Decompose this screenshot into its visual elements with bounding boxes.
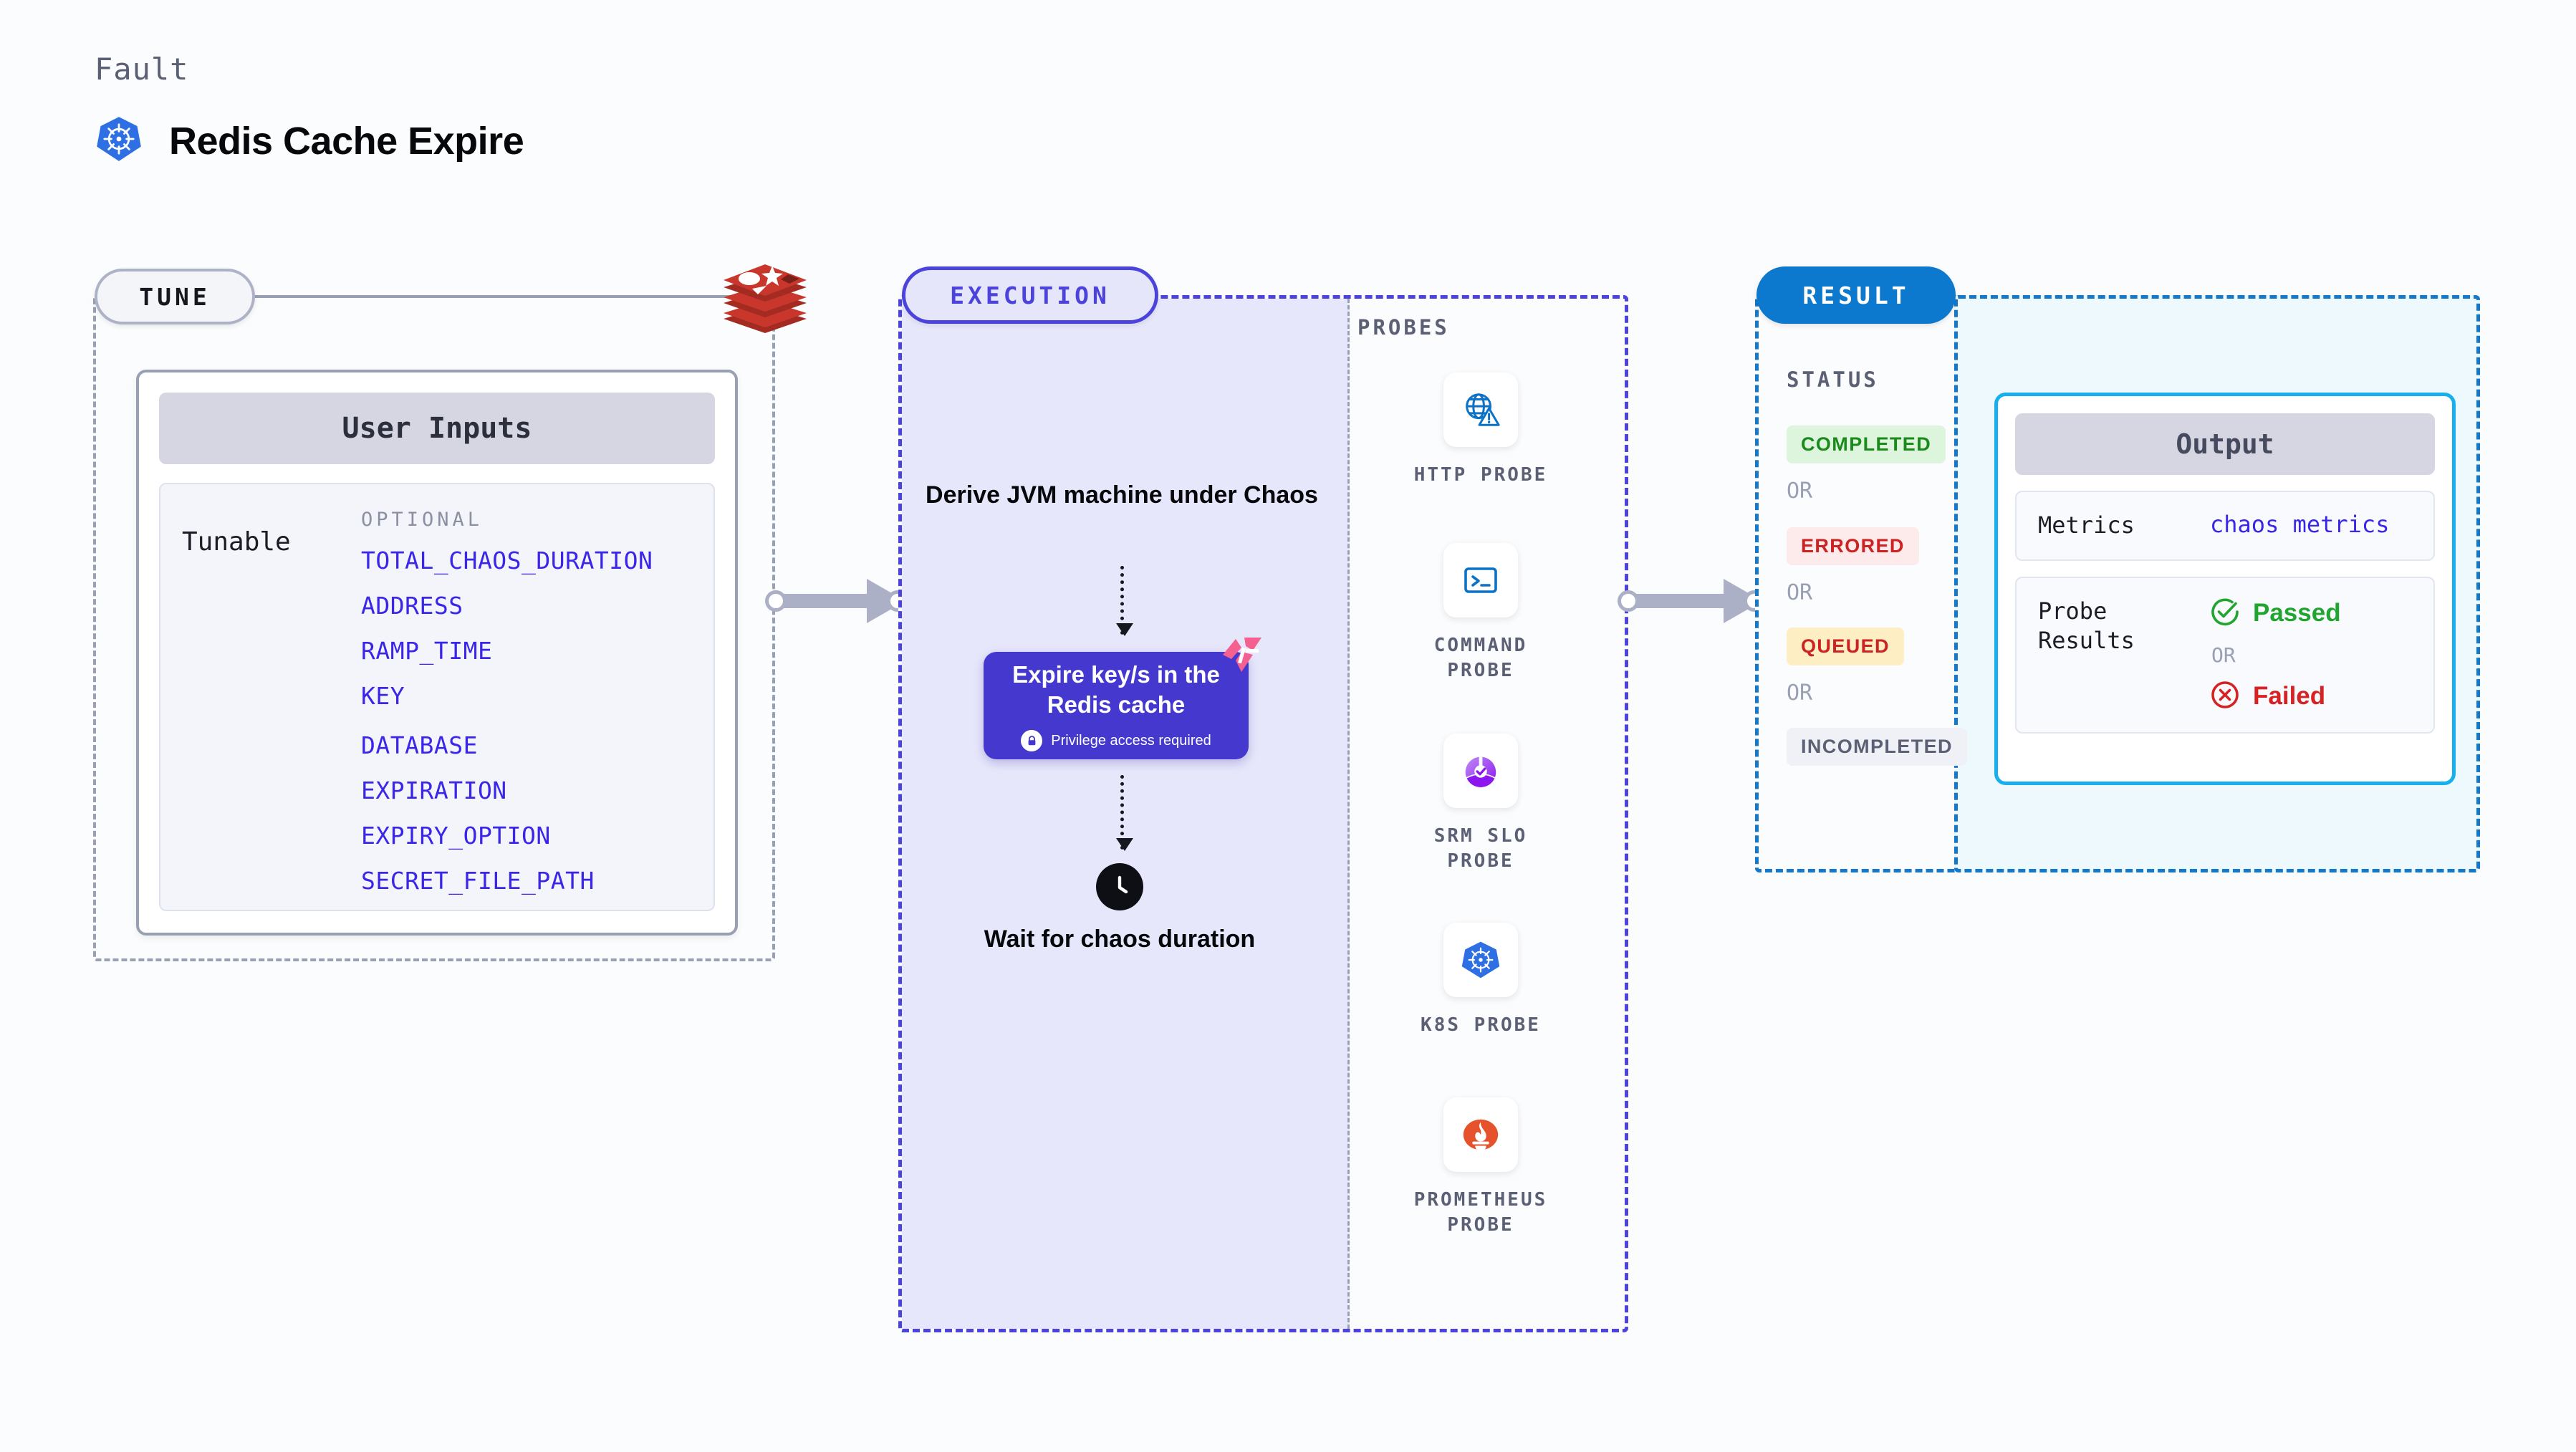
probe-item[interactable]: K8S PROBE xyxy=(1398,923,1563,1038)
page-title: Redis Cache Expire xyxy=(169,119,524,163)
execution-pill[interactable]: EXECUTION xyxy=(902,266,1158,324)
kubernetes-icon xyxy=(1443,923,1518,997)
status-badge-errored: ERRORED xyxy=(1787,527,1919,565)
user-inputs-title: User Inputs xyxy=(159,393,715,464)
srm-slo-icon xyxy=(1443,734,1518,808)
prometheus-icon xyxy=(1443,1097,1518,1172)
failed-label: Failed xyxy=(2253,682,2326,711)
result-pill[interactable]: RESULT xyxy=(1756,266,1956,324)
tunable-param[interactable]: TOTAL_CHAOS_DURATION xyxy=(361,547,653,574)
page-title-row: Redis Cache Expire xyxy=(95,115,524,167)
status-badge-completed: COMPLETED xyxy=(1787,425,1946,463)
status-label: STATUS xyxy=(1787,367,1879,392)
execution-action-title: Expire key/s in the Redis cache xyxy=(1012,660,1220,718)
probe-results-row: Probe Results Passed OR xyxy=(2015,576,2435,734)
tunable-param[interactable]: KEY xyxy=(361,682,405,710)
probe-item[interactable]: SRM SLO PROBE xyxy=(1398,734,1563,874)
status-or-3: OR xyxy=(1787,681,1813,706)
tune-connector-line xyxy=(255,295,742,298)
tunable-params-list: OPTIONAL TOTAL_CHAOS_DURATION ADDRESS RA… xyxy=(361,509,653,895)
check-circle-icon xyxy=(2210,597,2240,630)
tune-pill[interactable]: TUNE xyxy=(95,269,255,324)
execution-action-card[interactable]: Expire key/s in the Redis cache Privileg… xyxy=(984,638,1261,759)
probe-label: PROMETHEUS PROBE xyxy=(1413,1189,1548,1236)
redis-logo-icon xyxy=(719,256,811,342)
fault-eyebrow: Fault xyxy=(95,52,189,87)
tunable-param[interactable]: RAMP_TIME xyxy=(361,637,493,665)
probe-label: SRM SLO PROBE xyxy=(1433,825,1528,872)
status-badge-queued: QUEUED xyxy=(1787,628,1904,665)
lock-icon xyxy=(1021,730,1043,752)
probe-label: HTTP PROBE xyxy=(1413,464,1548,486)
optional-label: OPTIONAL xyxy=(361,509,484,531)
kubernetes-logo-icon xyxy=(95,115,143,167)
probe-item[interactable]: PROMETHEUS PROBE xyxy=(1398,1097,1563,1238)
probe-result-passed: Passed xyxy=(2210,597,2341,630)
harness-logo-icon xyxy=(1220,635,1264,676)
output-card: Output Metrics chaos metrics Probe Resul… xyxy=(1994,393,2456,785)
probes-section-label: PROBES xyxy=(1357,315,1450,340)
passed-label: Passed xyxy=(2253,599,2341,628)
terminal-icon xyxy=(1443,543,1518,617)
output-title: Output xyxy=(2015,413,2435,475)
clock-icon xyxy=(1096,863,1143,910)
metrics-value[interactable]: chaos metrics xyxy=(2210,511,2390,538)
probe-results-or: OR xyxy=(2211,643,2236,667)
status-or-1: OR xyxy=(1787,479,1813,504)
tunable-param[interactable]: SECRET_FILE_PATH xyxy=(361,867,595,895)
tunable-param[interactable]: ADDRESS xyxy=(361,592,463,620)
user-inputs-card: User Inputs Tunable OPTIONAL TOTAL_CHAOS… xyxy=(136,370,738,936)
privilege-note: Privilege access required xyxy=(1021,730,1211,752)
probe-label: K8S PROBE xyxy=(1421,1014,1541,1036)
tunable-param[interactable]: EXPIRY_OPTION xyxy=(361,822,551,850)
tunable-param[interactable]: DATABASE xyxy=(361,731,478,759)
privilege-note-text: Privilege access required xyxy=(1051,732,1211,749)
probe-label: COMMAND PROBE xyxy=(1433,635,1528,682)
execution-connector-2 xyxy=(1116,775,1133,851)
user-inputs-body: Tunable OPTIONAL TOTAL_CHAOS_DURATION AD… xyxy=(159,483,715,911)
globe-warning-icon xyxy=(1443,372,1518,447)
arrow-tune-to-execution xyxy=(765,579,908,623)
execution-connector-1 xyxy=(1116,566,1133,636)
metrics-label: Metrics xyxy=(2038,511,2135,539)
status-badge-incompleted: INCOMPLETED xyxy=(1787,728,1967,766)
probe-item[interactable]: HTTP PROBE xyxy=(1398,372,1563,488)
execution-step-1: Derive JVM machine under Chaos xyxy=(926,481,1318,509)
execution-column xyxy=(902,299,1350,1329)
probe-results-values: Passed OR Failed xyxy=(2210,597,2341,713)
status-or-2: OR xyxy=(1787,580,1813,605)
probe-result-failed: Failed xyxy=(2210,680,2341,713)
x-circle-icon xyxy=(2210,680,2240,713)
arrow-execution-to-result xyxy=(1618,579,1768,623)
probe-results-label: Probe Results xyxy=(2038,597,2135,655)
execution-container xyxy=(898,295,1628,1332)
tunable-param[interactable]: EXPIRATION xyxy=(361,777,507,804)
execution-step-3: Wait for chaos duration xyxy=(984,925,1256,953)
metrics-row: Metrics chaos metrics xyxy=(2015,491,2435,561)
probe-item[interactable]: COMMAND PROBE xyxy=(1398,543,1563,683)
tunable-label: Tunable xyxy=(182,527,291,557)
